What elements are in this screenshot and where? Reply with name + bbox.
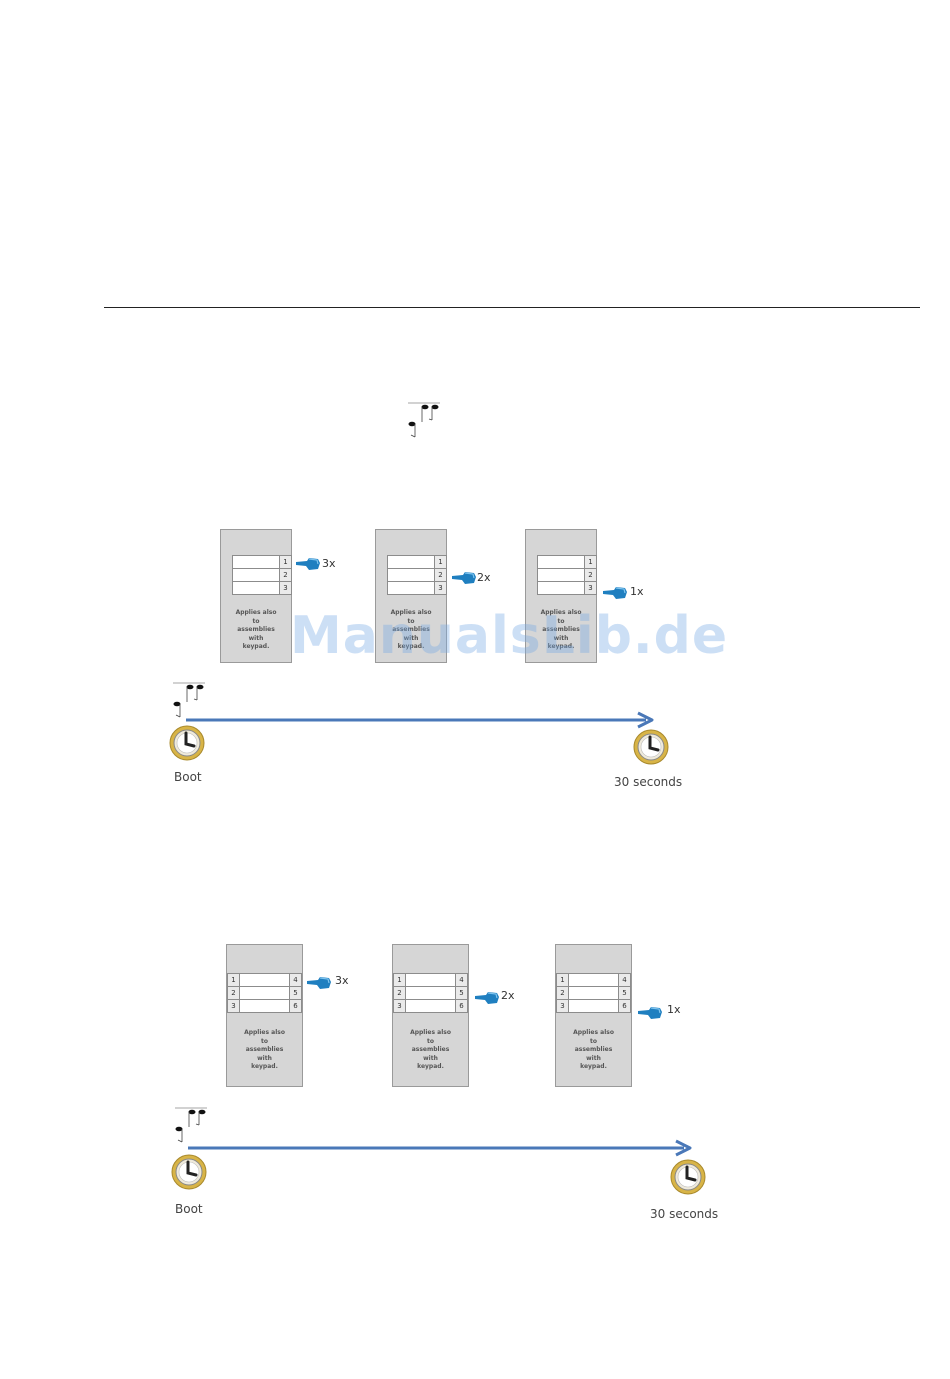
button-number: 5	[618, 987, 630, 999]
pointing-hand-icon	[452, 571, 476, 585]
horizontal-rule	[104, 307, 920, 308]
timeline-arrow	[188, 1139, 692, 1157]
button-number: 5	[289, 987, 301, 999]
button-number: 2	[434, 569, 446, 581]
press-count: 3x	[322, 557, 336, 570]
press-count: 1x	[630, 585, 644, 598]
button-number: 3	[434, 582, 446, 594]
press-count: 3x	[335, 974, 349, 987]
button-number: 1	[228, 974, 240, 986]
call-button[interactable]: 2	[538, 569, 596, 582]
button-number: 2	[228, 987, 240, 999]
timeline-end-label: 30 seconds	[614, 775, 683, 789]
timeline-start-label: Boot	[175, 1202, 203, 1216]
button-number: 1	[584, 556, 596, 568]
timeline-arrow	[186, 711, 654, 729]
button-block: 1 2 3	[232, 555, 292, 595]
button-number: 4	[289, 974, 301, 986]
call-button[interactable]: 1	[233, 556, 291, 569]
button-number: 6	[289, 1000, 301, 1012]
button-number: 3	[279, 582, 291, 594]
button-number: 1	[279, 556, 291, 568]
press-count: 2x	[477, 571, 491, 584]
timeline-start-label: Boot	[174, 770, 202, 784]
button-number: 4	[618, 974, 630, 986]
button-number: 1	[557, 974, 569, 986]
button-number: 5	[455, 987, 467, 999]
button-number: 3	[557, 1000, 569, 1012]
button-number: 1	[434, 556, 446, 568]
press-count: 2x	[501, 989, 515, 1002]
call-button[interactable]: 3	[538, 582, 596, 595]
button-number: 3	[394, 1000, 406, 1012]
button-block: 1 2 3	[387, 555, 447, 595]
call-button[interactable]: 2	[388, 569, 446, 582]
button-number: 2	[584, 569, 596, 581]
clock-icon	[169, 725, 205, 761]
button-number: 2	[279, 569, 291, 581]
call-button[interactable]: 1	[538, 556, 596, 569]
clock-icon	[633, 729, 669, 765]
call-button[interactable]: 2	[233, 569, 291, 582]
button-number: 3	[228, 1000, 240, 1012]
pointing-hand-icon	[475, 991, 499, 1005]
call-button[interactable]: 3	[388, 582, 446, 595]
button-number: 2	[557, 987, 569, 999]
button-number: 1	[394, 974, 406, 986]
pointing-hand-icon	[638, 1006, 662, 1020]
timeline-end-label: 30 seconds	[650, 1207, 719, 1221]
button-number: 4	[455, 974, 467, 986]
pointing-hand-icon	[307, 976, 331, 990]
call-button[interactable]: 3	[233, 582, 291, 595]
button-number: 6	[455, 1000, 467, 1012]
button-number: 6	[618, 1000, 630, 1012]
acoustic-signal-icon	[408, 402, 440, 438]
clock-icon	[171, 1154, 207, 1190]
button-block: 1 2 3	[537, 555, 597, 595]
call-button[interactable]: 1	[388, 556, 446, 569]
button-number: 2	[394, 987, 406, 999]
pointing-hand-icon	[296, 557, 320, 571]
clock-icon	[670, 1159, 706, 1195]
button-number: 3	[584, 582, 596, 594]
watermark: ManualsLib.de	[290, 606, 729, 666]
press-count: 1x	[667, 1003, 681, 1016]
pointing-hand-icon	[603, 586, 627, 600]
